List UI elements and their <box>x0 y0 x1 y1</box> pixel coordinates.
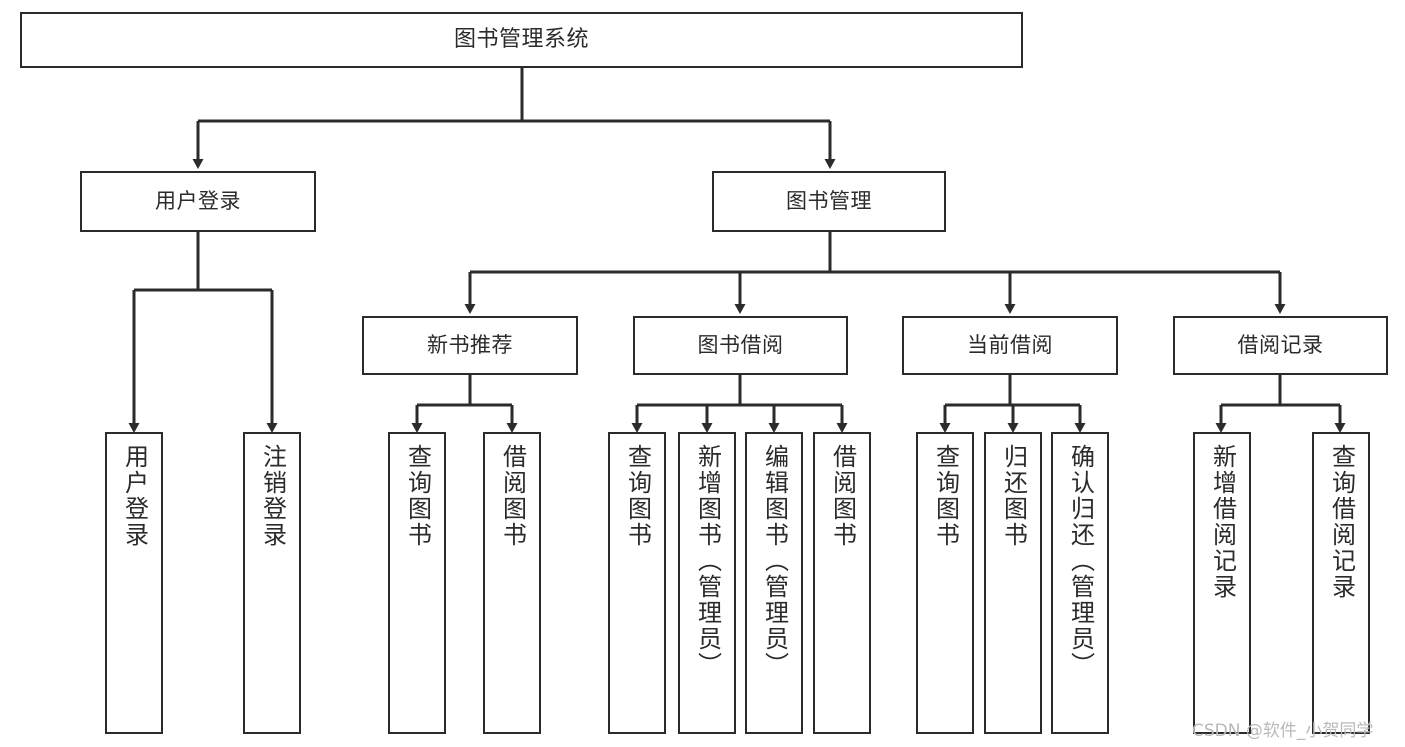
node-leaf-user-login[interactable]: 用户登录 <box>105 432 163 734</box>
node-label: 图书管理系统 <box>453 27 589 53</box>
node-book-management[interactable]: 图书管理 <box>712 171 946 232</box>
node-leaf-add-book-admin[interactable]: 新增图书（管理员） <box>678 432 736 734</box>
node-leaf-logout[interactable]: 注销登录 <box>243 432 301 734</box>
node-new-book-recommend[interactable]: 新书推荐 <box>362 316 578 375</box>
node-leaf-confirm-return-admin[interactable]: 确认归还（管理员） <box>1051 432 1109 734</box>
node-label: 新增借阅记录 <box>1208 444 1237 600</box>
node-leaf-query-borrow-record[interactable]: 查询借阅记录 <box>1312 432 1370 734</box>
node-label: 借阅图书 <box>498 444 527 548</box>
node-label: 图书借阅 <box>697 333 784 358</box>
node-user-login[interactable]: 用户登录 <box>80 171 316 232</box>
node-leaf-query-book-borrow[interactable]: 查询图书 <box>608 432 666 734</box>
node-label: 归还图书 <box>999 444 1028 548</box>
node-label: 查询图书 <box>623 444 652 548</box>
node-label: 查询借阅记录 <box>1327 444 1356 600</box>
node-leaf-return-book[interactable]: 归还图书 <box>984 432 1042 734</box>
node-label: 注销登录 <box>258 444 287 548</box>
node-borrow-record[interactable]: 借阅记录 <box>1173 316 1388 375</box>
node-label: 当前借阅 <box>967 333 1053 358</box>
node-leaf-add-borrow-record[interactable]: 新增借阅记录 <box>1193 432 1251 734</box>
node-label: 确认归还（管理员） <box>1066 444 1095 678</box>
node-leaf-borrow-book[interactable]: 借阅图书 <box>813 432 871 734</box>
node-leaf-query-book-recommend[interactable]: 查询图书 <box>388 432 446 734</box>
node-label: 用户登录 <box>155 189 241 214</box>
node-label: 新书推荐 <box>427 333 513 358</box>
node-label: 借阅记录 <box>1237 333 1324 358</box>
node-label: 图书管理 <box>786 189 872 214</box>
node-label: 查询图书 <box>931 444 960 548</box>
node-label: 借阅图书 <box>828 444 857 548</box>
node-label: 编辑图书（管理员） <box>760 444 789 678</box>
node-current-borrow[interactable]: 当前借阅 <box>902 316 1118 375</box>
node-leaf-borrow-book-recommend[interactable]: 借阅图书 <box>483 432 541 734</box>
node-leaf-query-book-current[interactable]: 查询图书 <box>916 432 974 734</box>
node-label: 用户登录 <box>120 444 149 548</box>
node-book-borrow[interactable]: 图书借阅 <box>633 316 848 375</box>
node-root-system[interactable]: 图书管理系统 <box>20 12 1023 68</box>
node-label: 查询图书 <box>403 444 432 548</box>
node-leaf-edit-book-admin[interactable]: 编辑图书（管理员） <box>745 432 803 734</box>
node-label: 新增图书（管理员） <box>693 444 722 678</box>
